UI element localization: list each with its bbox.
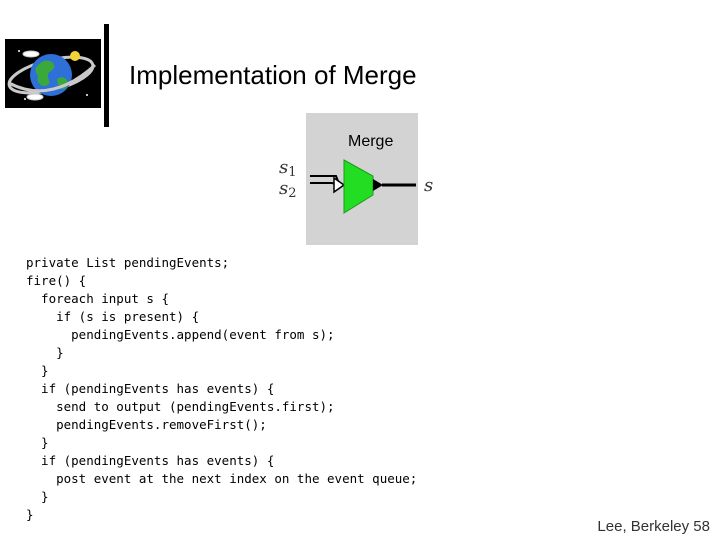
code-line: post event at the next index on the even… (26, 471, 418, 486)
title-divider (104, 24, 109, 127)
code-line: fire() { (26, 273, 87, 288)
code-line: pendingEvents.append(event from s); (26, 327, 335, 342)
code-line: if (pendingEvents has events) { (26, 453, 275, 468)
input-s1-label: s1 (279, 157, 297, 180)
input-port (333, 176, 346, 194)
slide-footer: Lee, Berkeley 58 (597, 518, 710, 535)
code-line: } (26, 489, 49, 504)
code-line: private List pendingEvents; (26, 255, 230, 270)
merge-diagram: Merge s1 s2 s (276, 113, 442, 245)
code-line: } (26, 363, 49, 378)
globe-logo (5, 39, 101, 108)
code-block: private List pendingEvents; fire() { fore… (26, 254, 417, 524)
input-s2-label: s2 (279, 178, 297, 201)
code-line: } (26, 507, 34, 522)
diagram-label: Merge (348, 133, 393, 150)
code-line: send to output (pendingEvents.first); (26, 399, 335, 414)
slide-title: Implementation of Merge (129, 60, 417, 90)
code-line: if (pendingEvents has events) { (26, 381, 275, 396)
code-line: pendingEvents.removeFirst(); (26, 417, 267, 432)
output-label: s (424, 175, 433, 196)
merge-actor (343, 159, 374, 214)
code-line: } (26, 345, 64, 360)
code-line: foreach input s { (26, 291, 169, 306)
output-port (373, 179, 383, 191)
code-line: } (26, 435, 49, 450)
globe-icon (5, 39, 101, 108)
code-line: if (s is present) { (26, 309, 200, 324)
